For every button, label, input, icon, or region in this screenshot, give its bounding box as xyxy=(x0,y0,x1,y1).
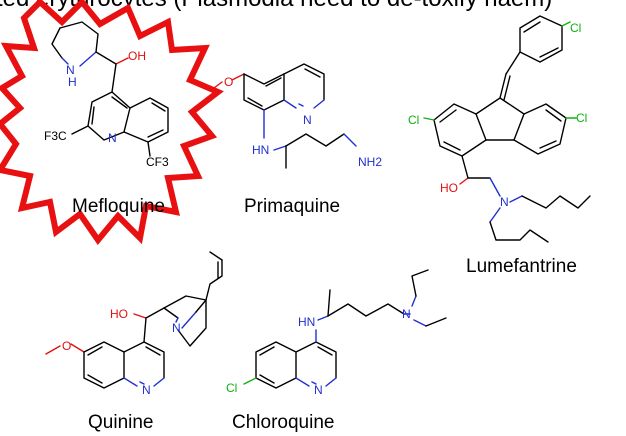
mefloquine-h-label: H xyxy=(68,75,77,89)
chloroquine-name: Chloroquine xyxy=(232,412,334,433)
lumefantrine-ho-label: HO xyxy=(440,181,458,195)
quinine-ho-label: HO xyxy=(110,307,128,321)
chloroquine-structure: Cl N HN N xyxy=(226,269,447,397)
mefloquine-nh-label: N xyxy=(66,63,75,77)
mefloquine-n-label: N xyxy=(108,131,117,145)
lumefantrine-n-label: N xyxy=(500,195,509,209)
quinine-structure: O N HO N xyxy=(45,251,223,397)
chloroquine-hn-label: HN xyxy=(298,315,315,329)
quinine-name: Quinine xyxy=(88,412,154,433)
lumefantrine-cl-right-label: Cl xyxy=(576,111,587,125)
chloroquine-cl-label: Cl xyxy=(226,381,237,395)
lumefantrine-structure: Cl Cl Cl HO N xyxy=(408,15,591,243)
header-text: ted erythrocytes (Plasmodia need to de-t… xyxy=(0,0,552,12)
mefloquine-f3c-label: F3C xyxy=(44,129,67,143)
primaquine-structure: O N HN NH2 xyxy=(213,63,382,169)
quinine-n-label: N xyxy=(142,383,151,397)
primaquine-o-label: O xyxy=(224,75,233,89)
lumefantrine-cl-top-label: Cl xyxy=(570,21,581,35)
primaquine-nh2-label: NH2 xyxy=(358,155,382,169)
primaquine-hn-label: HN xyxy=(252,143,269,157)
starburst-highlight xyxy=(0,0,224,245)
mefloquine-oh-label: OH xyxy=(128,49,146,63)
quinine-o-label: O xyxy=(62,339,71,353)
mefloquine-structure: N H OH F3C N CF3 xyxy=(0,0,224,245)
lumefantrine-name: Lumefantrine xyxy=(466,256,577,277)
chloroquine-ring-n-label: N xyxy=(314,383,323,397)
lumefantrine-cl-left-label: Cl xyxy=(408,113,419,127)
mefloquine-cf3-label: CF3 xyxy=(146,155,169,169)
primaquine-name: Primaquine xyxy=(244,196,340,217)
chloroquine-amine-n-label: N xyxy=(402,307,411,321)
primaquine-n-label: N xyxy=(303,113,312,127)
mefloquine-name: Mefloquine xyxy=(72,196,165,217)
quinine-n-bridge-label: N xyxy=(172,321,181,335)
